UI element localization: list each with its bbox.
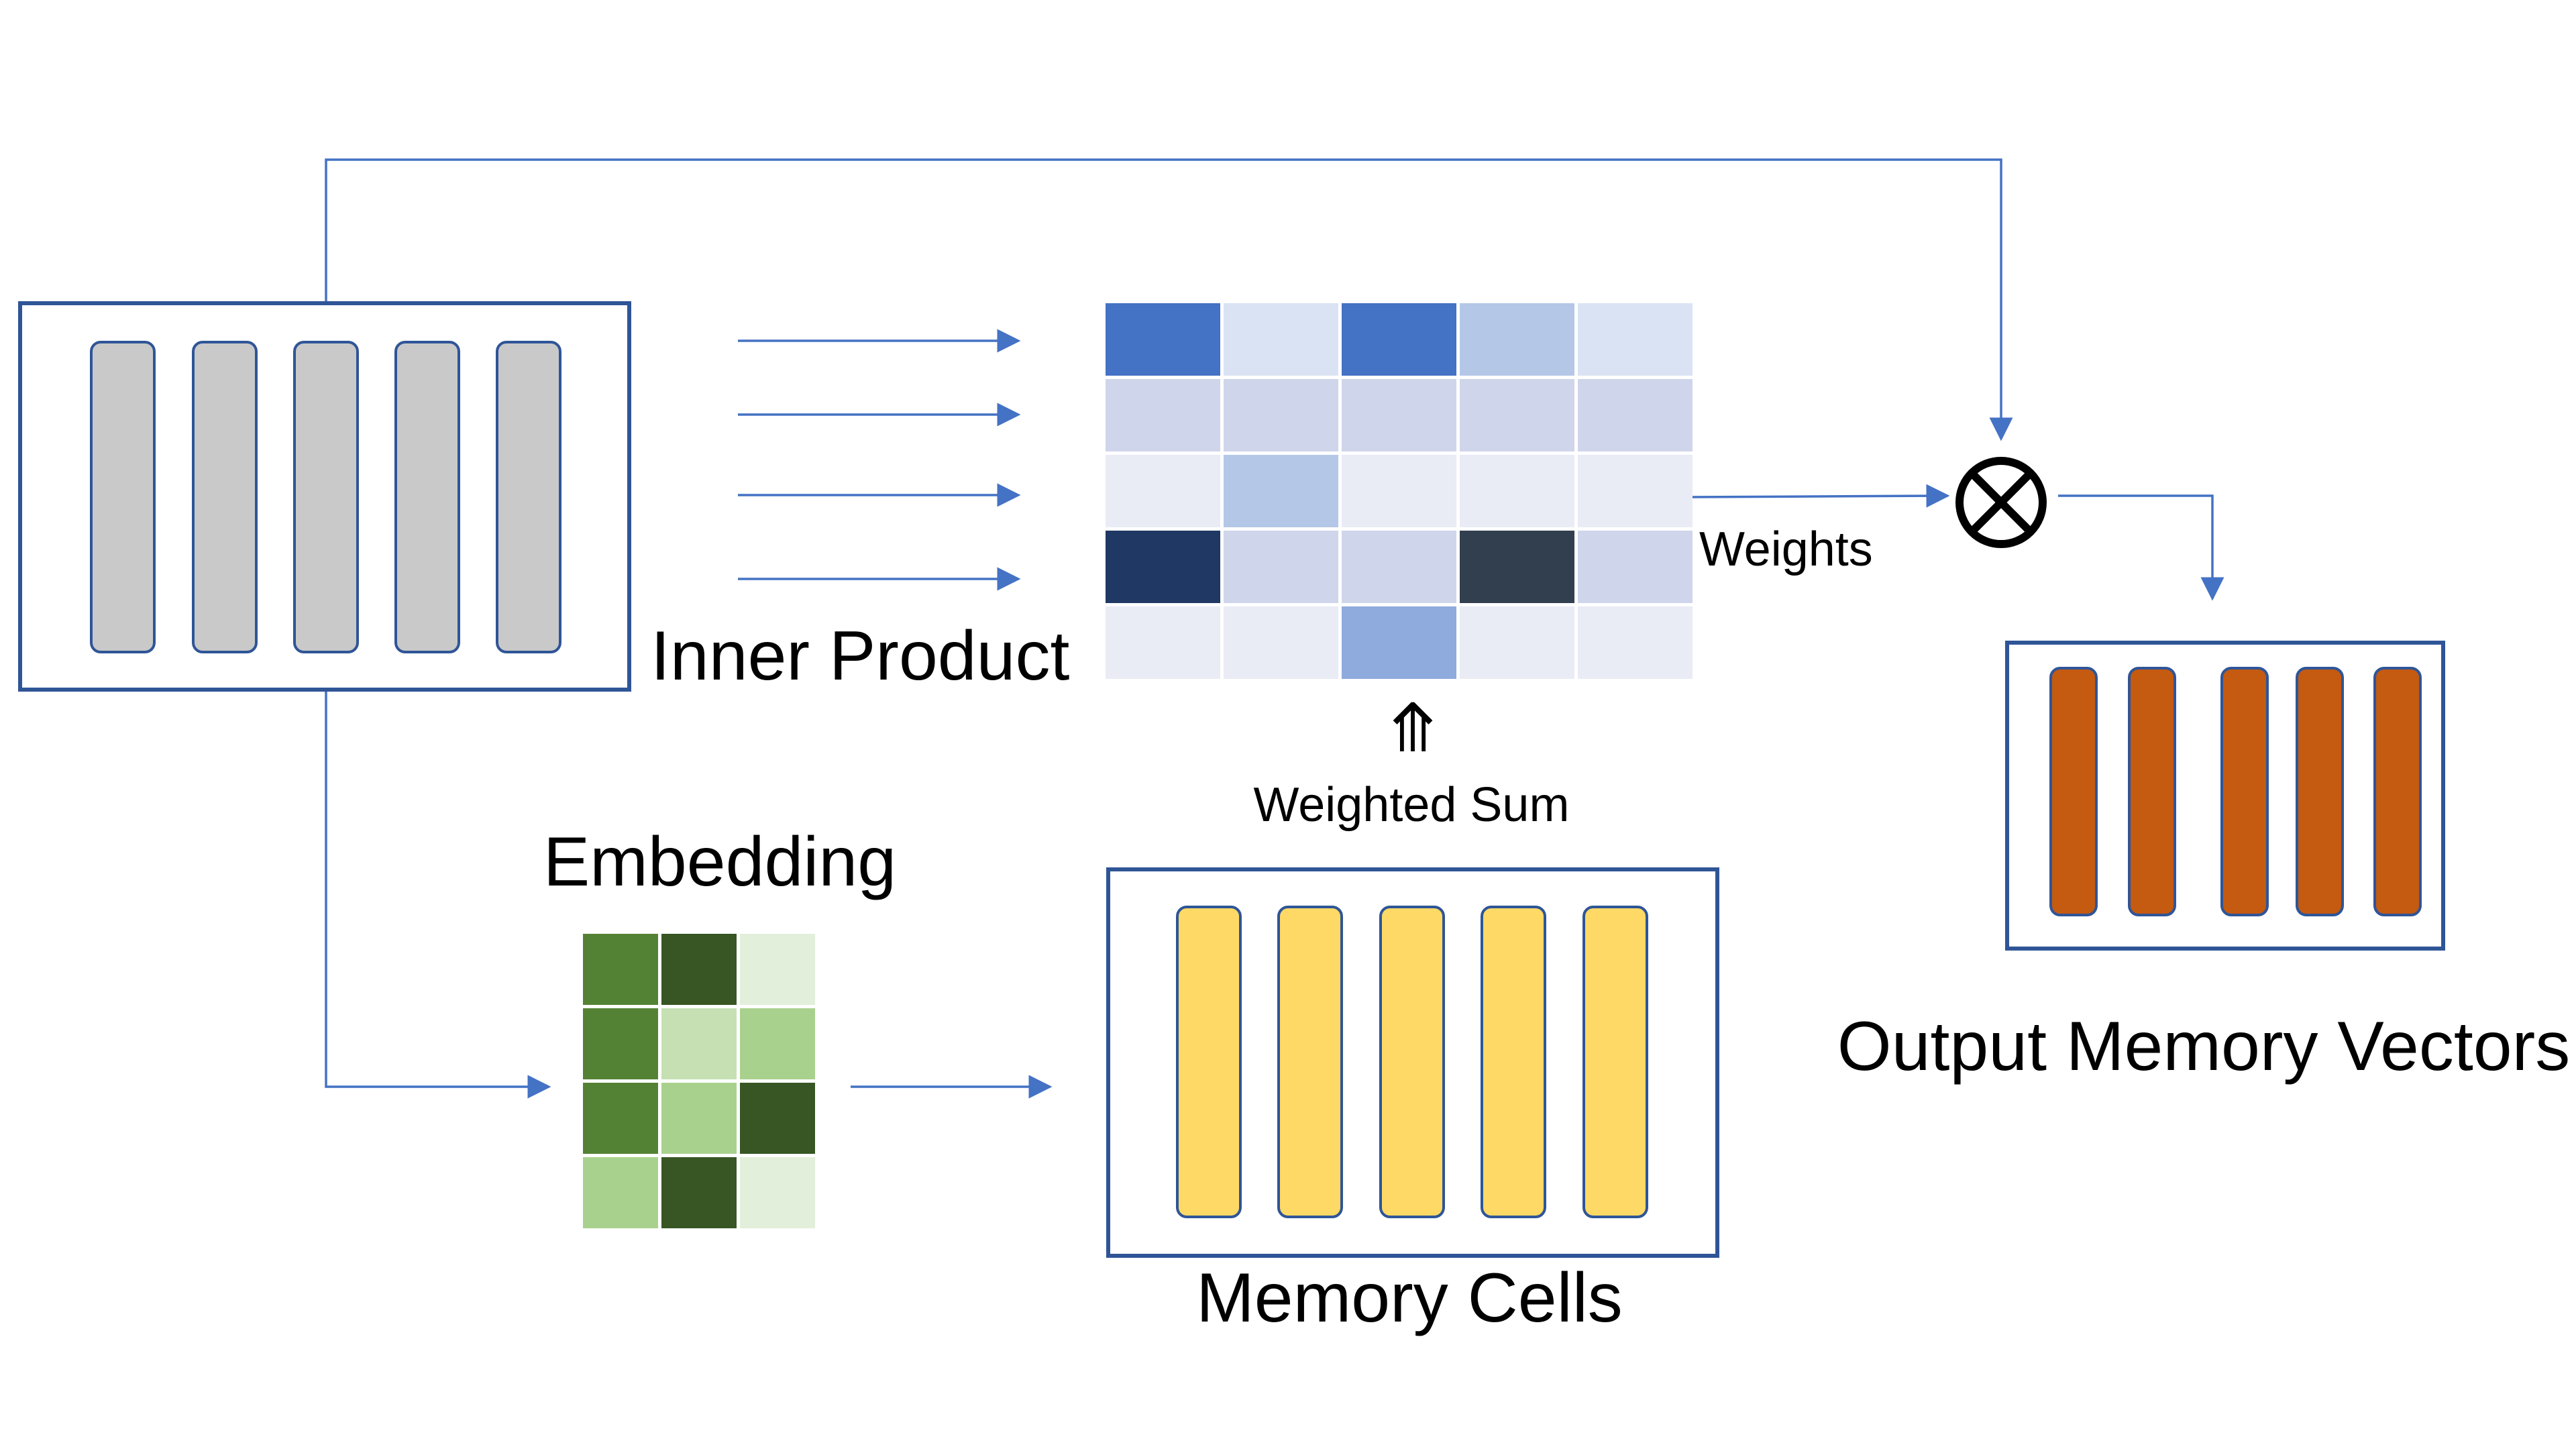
weight-cell	[1106, 303, 1220, 376]
weight-cell	[1224, 303, 1338, 376]
weight-cell	[1460, 455, 1574, 527]
memory-vector	[1379, 906, 1445, 1218]
weight-cell	[1578, 606, 1693, 679]
memory-vector	[1176, 906, 1242, 1218]
weight-cell	[1224, 606, 1338, 679]
inner-product-label: Inner Product	[651, 617, 1069, 695]
weight-cell	[1342, 379, 1456, 451]
memory-cells-label: Memory Cells	[1196, 1259, 1623, 1337]
weight-cell	[1578, 531, 1693, 603]
embedding-cell	[583, 934, 658, 1005]
weight-cell	[1224, 379, 1338, 451]
output-vector	[2049, 667, 2098, 916]
embedding-cell	[661, 1008, 737, 1079]
weight-cell	[1106, 606, 1220, 679]
embedding-cell	[583, 1083, 658, 1154]
embedding-cell	[661, 934, 737, 1005]
input-vector	[90, 341, 156, 653]
input-vector	[394, 341, 460, 653]
weight-cell	[1578, 303, 1693, 376]
input-to-multiply-arrow	[325, 158, 2013, 441]
embedding-cell	[583, 1157, 658, 1228]
weights-to-multiply-arrow	[1686, 484, 1950, 508]
output-vector	[2128, 667, 2176, 916]
input-vectors-box	[18, 301, 631, 692]
weight-cell	[1460, 606, 1574, 679]
weight-cell	[1578, 379, 1693, 451]
inner-product-arrows	[738, 329, 1021, 591]
input-vector	[496, 341, 561, 653]
memory-vector	[1481, 906, 1546, 1218]
weighted-sum-arrow-icon: ⤊	[1385, 691, 1441, 766]
embedding-matrix	[583, 934, 815, 1228]
weight-cell	[1342, 303, 1456, 376]
input-vector	[192, 341, 258, 653]
weight-cell	[1460, 531, 1574, 603]
memory-vector	[1277, 906, 1343, 1218]
weight-cell	[1106, 531, 1220, 603]
weight-cell	[1460, 303, 1574, 376]
weighted-sum-label: Weighted Sum	[1254, 778, 1570, 832]
embedding-cell	[740, 1083, 815, 1154]
input-to-embedding-arrow	[325, 690, 551, 1099]
memory-cells-box	[1106, 867, 1719, 1258]
embedding-cell	[740, 934, 815, 1005]
weight-cell	[1342, 531, 1456, 603]
weight-cell	[1460, 379, 1574, 451]
embedding-cell	[740, 1157, 815, 1228]
multiply-operator-icon	[1955, 457, 2047, 548]
weight-cell	[1106, 379, 1220, 451]
embedding-cell	[583, 1008, 658, 1079]
embedding-label: Embedding	[543, 823, 896, 901]
weight-cell	[1578, 455, 1693, 527]
output-vector	[2220, 667, 2269, 916]
weight-cell	[1224, 455, 1338, 527]
output-memory-vectors-box	[2005, 641, 2445, 951]
multiply-to-output-arrow	[2058, 494, 2224, 601]
weight-cell	[1342, 455, 1456, 527]
embedding-cell	[740, 1008, 815, 1079]
weights-label: Weights	[1699, 523, 1873, 576]
output-vector	[2296, 667, 2344, 916]
connector-lines	[325, 158, 2224, 1099]
output-memory-vectors-label: Output Memory Vectors	[1837, 1008, 2570, 1085]
embedding-cell	[661, 1083, 737, 1154]
weight-matrix	[1106, 303, 1693, 679]
input-vector	[293, 341, 359, 653]
weight-cell	[1106, 455, 1220, 527]
weight-cell	[1342, 606, 1456, 679]
memory-vector	[1582, 906, 1648, 1218]
embedding-cell	[661, 1157, 737, 1228]
weight-cell	[1224, 531, 1338, 603]
output-vector	[2373, 667, 2422, 916]
